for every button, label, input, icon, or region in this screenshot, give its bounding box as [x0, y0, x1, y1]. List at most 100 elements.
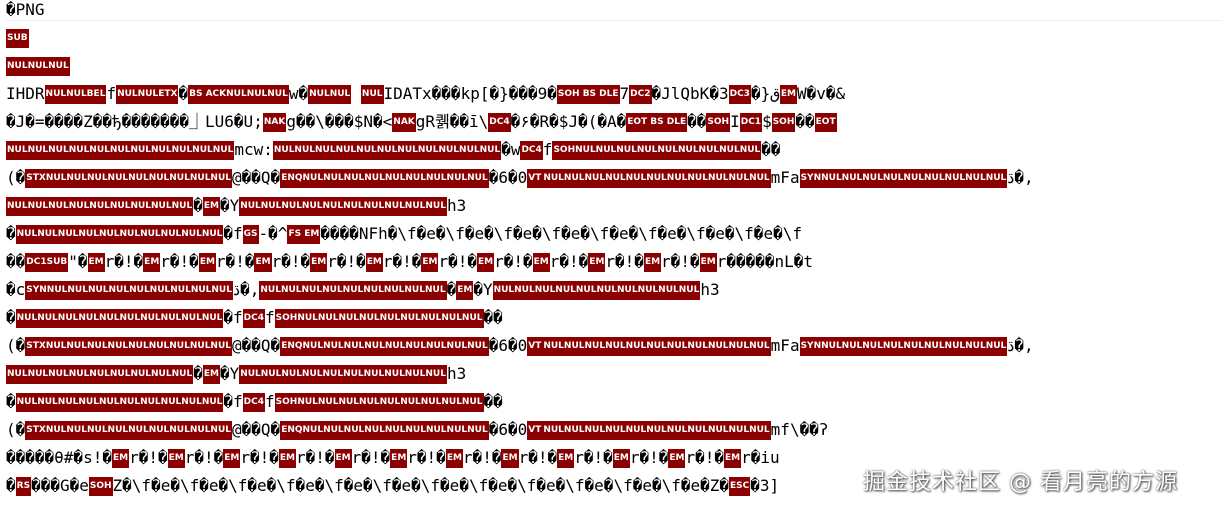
- text-line[interactable]: NULNULNULNULNULNULNULNULNULNULNULmcw:NUL…: [6, 136, 1222, 164]
- control-char-badge: EM: [198, 253, 216, 272]
- text-run: g��\���$N�<: [286, 112, 393, 131]
- text-line[interactable]: IHDRNULNULBELfNULNULETX�BS ACKNULNULNULw…: [6, 80, 1222, 108]
- text-line[interactable]: �cSYNNULNULNULNULNULNULNULNULNULڌ�,NULNU…: [6, 276, 1222, 304]
- control-char-badge: BS ACKNULNULNUL: [188, 85, 289, 104]
- control-char-badge: NULNULNUL: [6, 57, 70, 76]
- control-char-badge: STXNULNULNULNULNULNULNULNULNUL: [25, 337, 233, 356]
- text-run: �۶�R�$J�(�A�: [510, 112, 627, 131]
- control-char-badge: VT: [527, 337, 543, 356]
- text-run: �J�=����Z��ђ�������⏌LU6�U;: [6, 112, 263, 131]
- control-char-badge: ENQNULNULNULNULNULNULNULNULNUL: [280, 337, 489, 356]
- control-char-badge: SOH: [706, 113, 731, 132]
- text-run: (�: [6, 336, 26, 355]
- control-char-badge: NULNULNULNULNULNULNULNULNULNUL: [492, 281, 701, 300]
- text-line[interactable]: ��DC1SUB"�EMr�!�EMr�!�EMr�!�EMr�!�EMr�!�…: [6, 248, 1222, 276]
- text-run: �6�0: [488, 420, 528, 439]
- control-char-badge: NULNULNULNULNULNULNULNULNUL: [6, 197, 194, 216]
- control-char-badge: GS: [242, 225, 259, 244]
- text-line[interactable]: (�STXNULNULNULNULNULNULNULNULNUL@��Q�ENQ…: [6, 164, 1222, 192]
- text-run: h3: [446, 196, 467, 215]
- control-char-badge: SOH: [771, 113, 796, 132]
- control-char-badge: VT: [527, 421, 543, 440]
- text-run: �Y: [219, 196, 240, 215]
- control-char-badge: NULNULNULNULNULNULNULNULNULNULNUL: [542, 337, 771, 356]
- text-line[interactable]: �NULNULNULNULNULNULNULNULNULNUL�fDC4fSOH…: [6, 388, 1222, 416]
- control-char-badge: EM: [779, 85, 797, 104]
- text-line[interactable]: �PNG: [6, 0, 1222, 21]
- text-run: I: [730, 112, 740, 131]
- control-char-badge: EM: [365, 253, 383, 272]
- text-line[interactable]: NULNULNULNULNULNULNULNULNUL�EM�YNULNULNU…: [6, 192, 1222, 220]
- text-line[interactable]: �J�=����Z��ђ�������⏌LU6�U;NAKg��\���$N�<…: [6, 108, 1222, 136]
- text-run: r�iu: [741, 448, 780, 467]
- text-run: �: [6, 224, 16, 243]
- text-line[interactable]: (�STXNULNULNULNULNULNULNULNULNUL@��Q�ENQ…: [6, 332, 1222, 360]
- control-char-badge: SOHNULNULNULNULNULNULNULNULNUL: [552, 141, 762, 160]
- control-char-badge: NUL: [360, 85, 384, 104]
- text-run: r�!�: [518, 448, 558, 467]
- text-run: �PNG: [6, 0, 45, 19]
- text-run: r�!�: [271, 252, 311, 271]
- text-run: r�����nL�t: [716, 252, 814, 271]
- watermark: 掘金技术社区 @ 看月亮的方源: [863, 470, 1178, 495]
- text-run: IHDR: [6, 84, 45, 103]
- control-char-badge: STXNULNULNULNULNULNULNULNULNUL: [25, 169, 233, 188]
- text-line[interactable]: SUB: [6, 24, 1222, 52]
- text-run: f: [265, 392, 275, 411]
- control-char-badge: NULNULNULNULNULNULNULNULNULNUL: [239, 197, 447, 216]
- text-run: Z�\f�e�\f�e�\f�e�\f�e�\f�e�\f�e�\f�e�\f�…: [112, 476, 730, 495]
- text-line[interactable]: �NULNULNULNULNULNULNULNULNULNUL�fGS-�^FS…: [6, 220, 1222, 248]
- text-run: r�!�: [438, 252, 478, 271]
- text-line[interactable]: (�STXNULNULNULNULNULNULNULNULNUL@��Q�ENQ…: [6, 416, 1222, 444]
- control-char-badge: DC4: [520, 141, 543, 160]
- text-run: ڌ�,: [1007, 168, 1034, 187]
- text-run: r�!�: [129, 448, 168, 467]
- text-run: mFa: [770, 336, 800, 355]
- text-run: ��: [483, 392, 503, 411]
- text-run: ��: [6, 252, 26, 271]
- control-char-badge: NULNULNULNULNULNULNULNULNULNUL: [15, 393, 224, 412]
- control-char-badge: NULNULNULNULNULNULNULNULNUL: [6, 365, 194, 384]
- control-char-badge: DC4: [242, 393, 266, 412]
- text-run: @��Q�: [232, 420, 281, 439]
- text-run: �: [6, 476, 16, 495]
- text-run: W�v�&: [796, 84, 846, 103]
- control-char-badge: DC4: [488, 113, 511, 132]
- control-char-badge: EM: [643, 253, 662, 272]
- text-run: gR퀡��ī\: [415, 112, 489, 131]
- text-run: -�^: [258, 224, 288, 243]
- text-line[interactable]: �����θ#�s!�EMr�!�EMr�!�EMr�!�EMr�!�EMr�!…: [6, 444, 1222, 472]
- control-char-badge: EM: [445, 449, 463, 468]
- text-run: r�!�: [104, 252, 144, 271]
- text-run: �Y: [219, 364, 240, 383]
- control-char-badge: EM: [143, 253, 161, 272]
- text-run: (�: [6, 168, 26, 187]
- text-run: r�!�: [574, 448, 613, 467]
- text-run: r�!�: [549, 252, 589, 271]
- control-char-badge: SOH BS DLE: [556, 85, 620, 104]
- text-run: w�: [288, 84, 309, 103]
- text-run: h3: [700, 280, 720, 299]
- control-char-badge: SUB: [6, 29, 29, 48]
- control-char-badge: EM: [532, 253, 550, 272]
- text-line[interactable]: �NULNULNULNULNULNULNULNULNULNUL�fDC4fSOH…: [6, 304, 1222, 332]
- control-char-badge: NULNULNULNULNULNULNULNULNULNULNUL: [542, 421, 771, 440]
- text-run: r�!�: [327, 252, 366, 271]
- text-run: ��: [687, 112, 707, 131]
- control-char-badge: NULNULNULNULNULNULNULNULNUL: [259, 281, 447, 300]
- text-run: �f: [223, 392, 243, 411]
- text-line[interactable]: NULNULNUL: [6, 52, 1222, 80]
- text-run: mf\��ʔ: [770, 420, 829, 439]
- text-line[interactable]: NULNULNULNULNULNULNULNULNUL�EM�YNULNULNU…: [6, 360, 1222, 388]
- text-run: r�!�: [605, 252, 644, 271]
- control-char-badge: EM: [167, 449, 185, 468]
- control-char-badge: SYNNULNULNULNULNULNULNULNULNUL: [799, 169, 1008, 188]
- text-run: ��: [761, 140, 781, 159]
- text-run: r�!�: [661, 252, 700, 271]
- control-char-badge: SOHNULNULNULNULNULNULNULNULNUL: [274, 393, 484, 412]
- text-run: @��Q�: [232, 336, 281, 355]
- text-line[interactable]: �RS���G�eSOHZ�\f�e�\f�e�\f�e�\f�e�\f�e�\…: [6, 472, 1222, 500]
- text-run: f: [106, 84, 117, 103]
- control-char-badge: EOT: [814, 113, 837, 132]
